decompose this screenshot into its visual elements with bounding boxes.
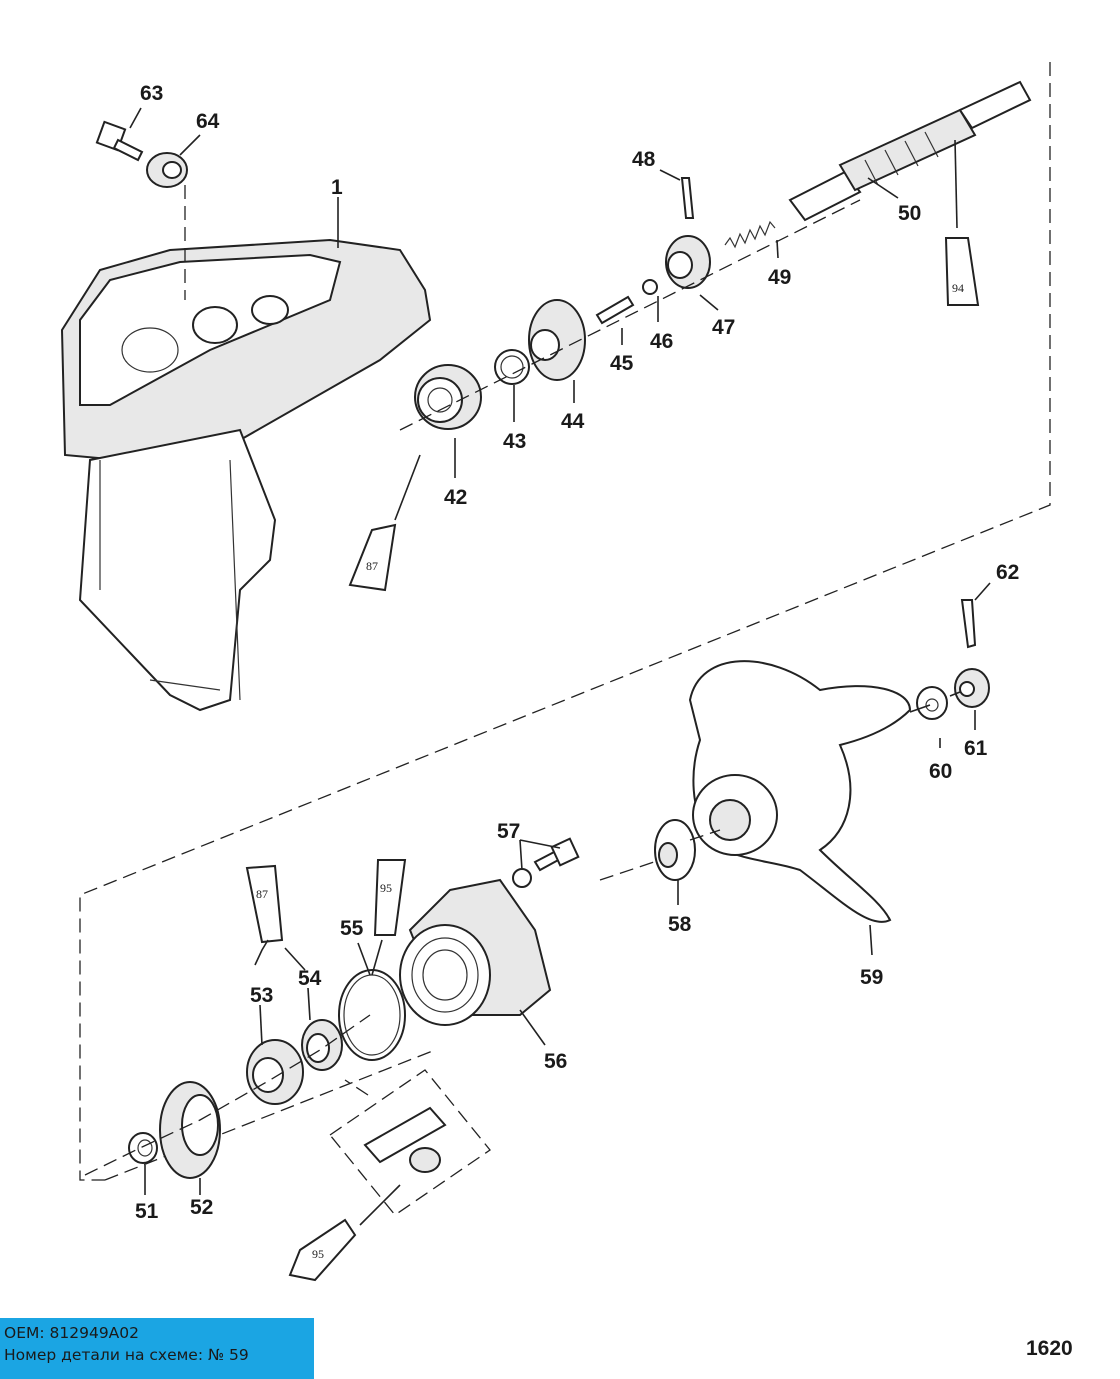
page-number: 1620 <box>1026 1337 1073 1360</box>
callout-49: 49 <box>768 266 791 289</box>
shim-43 <box>494 349 530 385</box>
callout-42: 42 <box>444 486 467 509</box>
callout-45: 45 <box>610 352 634 375</box>
callout-54: 54 <box>298 967 322 990</box>
gear-44 <box>528 299 586 381</box>
callout-52: 52 <box>190 1196 213 1219</box>
bearing-54 <box>301 1019 343 1071</box>
ball-46 <box>642 279 658 295</box>
callout-64: 64 <box>196 110 220 133</box>
washer-60 <box>916 686 948 720</box>
callout-60: 60 <box>929 760 952 783</box>
svg-text:87: 87 <box>366 559 378 573</box>
lubricant-tube-94: 94 <box>944 237 980 306</box>
detail-box <box>329 1069 491 1216</box>
washer-51 <box>128 1132 158 1164</box>
gear-housing <box>60 238 432 712</box>
o-ring-55 <box>338 969 406 1061</box>
callout-58: 58 <box>668 913 692 936</box>
bearing-carrier-56 <box>399 878 552 1026</box>
callout-63: 63 <box>140 82 163 105</box>
callout-61: 61 <box>964 737 988 760</box>
part-info-box: OEM: 812949A02 Номер детали на схеме: № … <box>0 1318 314 1379</box>
callout-46: 46 <box>650 330 673 353</box>
dashed-frame <box>79 62 1051 1181</box>
svg-text:87: 87 <box>256 887 268 901</box>
svg-text:95: 95 <box>380 881 392 895</box>
propeller-59 <box>688 660 912 923</box>
callout-55: 55 <box>340 917 364 940</box>
callout-44: 44 <box>561 410 585 433</box>
spring-49 <box>724 220 776 249</box>
callout-57: 57 <box>497 820 520 843</box>
callout-47: 47 <box>712 316 735 339</box>
leader-lines <box>84 107 991 1226</box>
reverse-gear-52 <box>159 1081 221 1179</box>
callout-50: 50 <box>898 202 921 225</box>
lubricant-tube-87-upper: 87 <box>348 523 397 592</box>
pin-48 <box>680 177 695 219</box>
callout-59: 59 <box>860 966 883 989</box>
callout-56: 56 <box>544 1050 567 1073</box>
callout-43: 43 <box>503 430 526 453</box>
callout-62: 62 <box>996 561 1019 584</box>
propeller-shaft-50 <box>788 80 1032 222</box>
bearing-53 <box>246 1039 304 1105</box>
lubricant-tube-87-lower: 87 <box>245 864 284 944</box>
callout-48: 48 <box>632 148 656 171</box>
spacer-58 <box>654 819 696 881</box>
callout-51: 51 <box>135 1200 159 1223</box>
svg-text:94: 94 <box>952 281 964 295</box>
nut-61 <box>954 668 990 708</box>
clutch-47 <box>665 235 711 289</box>
callout-labels: 1 63 64 48 50 49 47 46 45 44 43 42 62 60… <box>135 82 1019 1223</box>
bearing-42 <box>414 364 482 430</box>
callout-1: 1 <box>331 176 343 199</box>
lubricant-tube-95-upper: 95 <box>373 859 407 936</box>
svg-text:95: 95 <box>312 1247 324 1261</box>
bolt-57 <box>512 837 580 888</box>
diagram-part-reference: Номер детали на схеме: № 59 <box>4 1346 249 1364</box>
lubricant-tube-95-lower: 95 <box>288 1218 357 1282</box>
oem-number: OEM: 812949A02 <box>4 1324 140 1342</box>
pin-45 <box>595 295 635 325</box>
callout-53: 53 <box>250 984 273 1007</box>
washer-64 <box>146 152 188 188</box>
cotter-pin-62 <box>960 599 977 649</box>
bolt-63 <box>95 120 144 162</box>
